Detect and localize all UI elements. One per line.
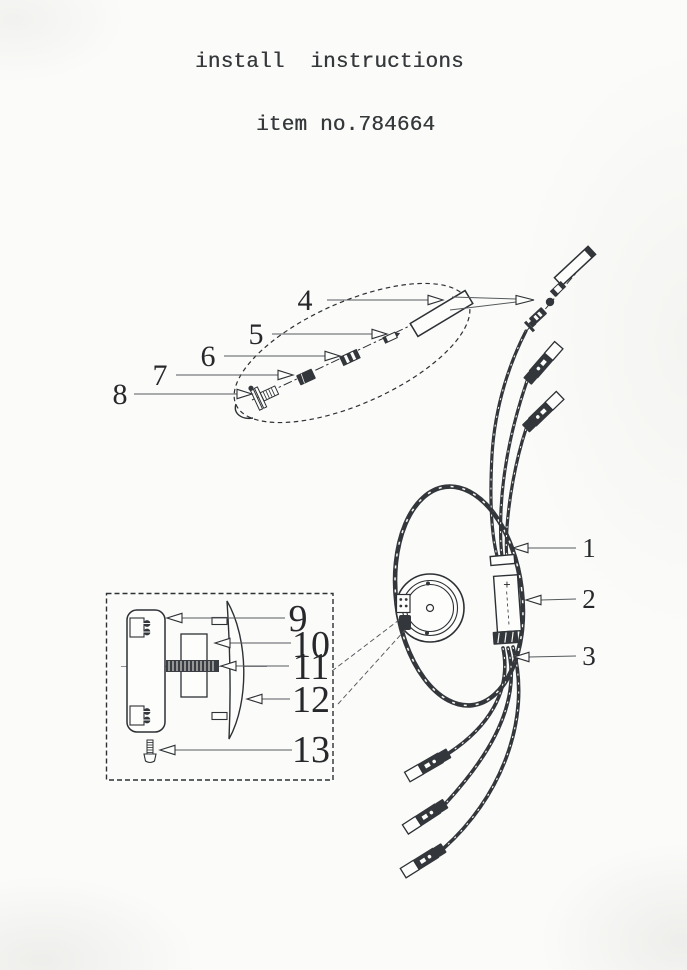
callouts-9-13: 9 10 11 12 13 bbox=[159, 598, 330, 771]
mounting-detail-box bbox=[105, 592, 334, 781]
stem-connector bbox=[529, 307, 547, 325]
lamp-connector-3 bbox=[399, 841, 448, 879]
part-9-mounting-bracket bbox=[126, 609, 166, 733]
callout-3-label: 3 bbox=[582, 641, 596, 671]
callout-7-label: 7 bbox=[153, 359, 168, 392]
callouts-4-8: 4 5 6 7 8 bbox=[113, 284, 444, 411]
part-1-bundle-cap bbox=[489, 553, 516, 567]
callout-9-label: 9 bbox=[289, 598, 308, 640]
callout-5-label: 5 bbox=[249, 318, 264, 351]
assembled-stem bbox=[523, 245, 597, 335]
canopy-screw-top bbox=[426, 581, 430, 586]
part-6-terminal-connector bbox=[339, 348, 361, 367]
stem-flange bbox=[523, 319, 537, 333]
callout-2: 2 bbox=[525, 584, 596, 614]
detail-box-border bbox=[105, 592, 334, 781]
upper-wires bbox=[489, 329, 565, 558]
callout-12: 12 bbox=[246, 679, 330, 721]
cover-tab-top bbox=[211, 616, 228, 626]
stem-tube bbox=[553, 245, 597, 287]
callouts-1-3: 1 2 3 bbox=[512, 533, 596, 671]
part-13-screw bbox=[143, 739, 157, 764]
arm-connector-3 bbox=[520, 390, 565, 434]
callout-4: 4 bbox=[298, 284, 444, 317]
callout-6: 6 bbox=[201, 340, 341, 373]
item-number: item no.784664 bbox=[256, 114, 436, 137]
callout-4-label: 4 bbox=[298, 284, 313, 317]
callout-9: 9 bbox=[166, 598, 308, 640]
sleeve-plus-mark: + bbox=[503, 577, 510, 592]
bracket-terminal-top bbox=[129, 617, 151, 638]
part-5-pin-connector bbox=[382, 331, 401, 344]
lamp-connector-2 bbox=[401, 797, 450, 836]
callout-7: 7 bbox=[153, 359, 294, 392]
callout-11-label: 11 bbox=[293, 646, 330, 688]
magnifier-arrow bbox=[449, 294, 535, 311]
callout-5: 5 bbox=[249, 318, 388, 351]
part-4-lamp-tube bbox=[409, 289, 474, 338]
exploded-parts-ellipse bbox=[233, 282, 535, 424]
part-11-threaded-nipple bbox=[166, 660, 219, 672]
upper-wire-1 bbox=[489, 329, 528, 558]
wire-hook bbox=[234, 403, 254, 420]
canopy-terminal-block bbox=[395, 593, 411, 630]
callout-12-label: 12 bbox=[292, 679, 330, 721]
cover-tab-bottom bbox=[211, 711, 228, 721]
canopy-front-view bbox=[395, 573, 465, 643]
part-3-clamp-band bbox=[492, 630, 519, 645]
detail-box-leaders bbox=[331, 619, 406, 705]
canopy-screw-bottom bbox=[425, 631, 429, 635]
callout-10-label: 10 bbox=[292, 624, 330, 666]
callout-8: 8 bbox=[113, 378, 253, 411]
stem-coupler bbox=[549, 280, 567, 298]
lamp-connector-1 bbox=[403, 747, 453, 783]
page-title: install instructions bbox=[195, 51, 464, 74]
callout-1-label: 1 bbox=[582, 533, 596, 563]
lower-wire-1 bbox=[447, 646, 507, 755]
part-7-insulator-block bbox=[296, 368, 316, 386]
upper-wire-2 bbox=[498, 379, 529, 558]
lower-wires bbox=[399, 645, 521, 879]
callout-13-label: 13 bbox=[292, 729, 330, 771]
arm-connector-2 bbox=[522, 340, 564, 386]
callout-8-label: 8 bbox=[113, 378, 128, 411]
callout-10: 10 bbox=[214, 624, 330, 666]
stem-ball-joint bbox=[545, 297, 555, 307]
part-8-screw-fitting bbox=[248, 385, 280, 411]
callout-11: 11 bbox=[220, 646, 330, 688]
callout-6-label: 6 bbox=[201, 340, 216, 373]
callout-2-label: 2 bbox=[582, 584, 596, 614]
callout-3: 3 bbox=[513, 641, 596, 671]
callout-1: 1 bbox=[512, 533, 596, 563]
callout-13: 13 bbox=[159, 729, 330, 771]
canopy-center-hole bbox=[425, 603, 435, 613]
bracket-terminal-bottom bbox=[129, 705, 151, 726]
